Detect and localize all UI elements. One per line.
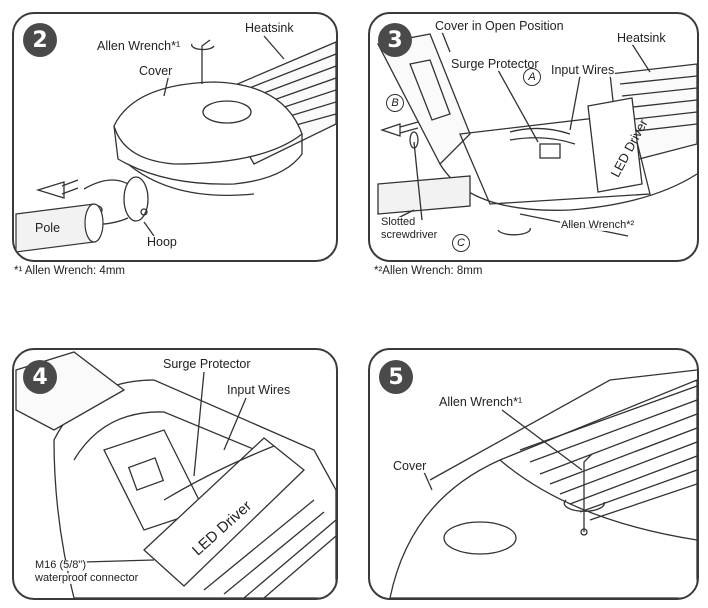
panel-3-illustration — [377, 31, 697, 237]
label-heatsink: Heatsink — [616, 31, 667, 45]
label-allen-wrench: Allen Wrench*¹ — [96, 39, 182, 53]
label-cover-open-position: Cover in Open Position — [434, 19, 565, 33]
footnote-allen-wrench-4mm: *¹ Allen Wrench: 4mm — [14, 265, 125, 277]
panel-step-5: 5 Allen Wrench*¹ Cover — [368, 348, 699, 600]
label-heatsink: Heatsink — [244, 21, 295, 35]
label-allen-wrench: Allen Wrench*¹ — [438, 395, 524, 409]
label-waterproof-connector: waterproof connector — [34, 572, 140, 584]
step-badge: 3 — [378, 23, 412, 57]
panel-step-4: 4 Surge Protector Input Wires LED Driver… — [12, 348, 338, 600]
label-m16-connector: M16 (5/8") — [34, 559, 87, 571]
step-badge: 5 — [379, 360, 413, 394]
label-slotted: Slotted — [380, 216, 417, 228]
step-badge: 4 — [23, 360, 57, 394]
footnote-allen-wrench-8mm: *²Allen Wrench: 8mm — [374, 265, 483, 277]
label-allen-wrench: Allen Wrench*² — [560, 219, 636, 231]
marker-b: B — [386, 94, 404, 112]
step-badge: 2 — [23, 23, 57, 57]
label-hoop: Hoop — [146, 235, 178, 249]
panel-step-2: 2 Allen Wrench*¹ Heatsink Cover Pole Hoo… — [12, 12, 338, 262]
panel-step-3: 3 Cover in Open Position Heatsink Surge … — [368, 12, 699, 262]
label-cover: Cover — [392, 459, 428, 473]
label-screwdriver: screwdriver — [380, 229, 439, 241]
label-input-wires: Input Wires — [226, 383, 292, 397]
label-pole: Pole — [35, 221, 61, 235]
panel-2-illustration — [15, 35, 336, 253]
panel-5-illustration — [389, 369, 697, 598]
label-input-wires: Input Wires — [550, 63, 616, 77]
label-cover: Cover — [138, 64, 174, 78]
marker-a: A — [523, 68, 541, 86]
marker-c: C — [452, 234, 470, 252]
label-surge-protector: Surge Protector — [450, 57, 540, 71]
label-surge-protector: Surge Protector — [162, 357, 252, 371]
